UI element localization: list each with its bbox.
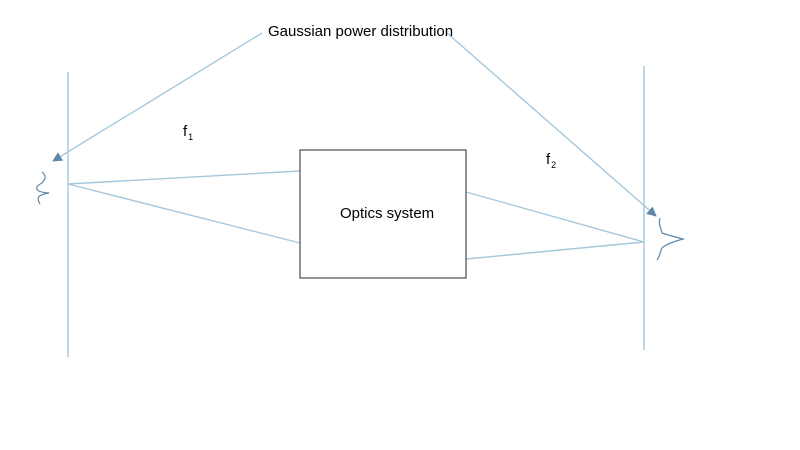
right-lower-ray — [465, 241, 645, 260]
focal-length-left-symbol: f — [183, 123, 188, 140]
focal-length-left-label: f1 — [183, 123, 194, 142]
focal-length-right-subscript: 2 — [551, 160, 557, 170]
annotation-arrow-right — [446, 32, 657, 217]
annotation-arrow-left — [52, 32, 263, 162]
left-gaussian-curve — [36, 171, 50, 205]
gaussian-power-label: Gaussian power distribution — [268, 23, 454, 40]
optics-system-box — [299, 149, 467, 279]
focal-length-left-subscript: 1 — [188, 132, 194, 142]
left-upper-ray — [67, 170, 301, 185]
right-gaussian-curve — [656, 217, 686, 261]
focal-length-right-symbol: f — [546, 151, 551, 168]
left-lower-ray — [67, 183, 301, 244]
focal-length-right-label: f2 — [546, 151, 557, 170]
optics-system-label: Optics system — [340, 205, 435, 222]
right-upper-ray — [465, 191, 645, 243]
